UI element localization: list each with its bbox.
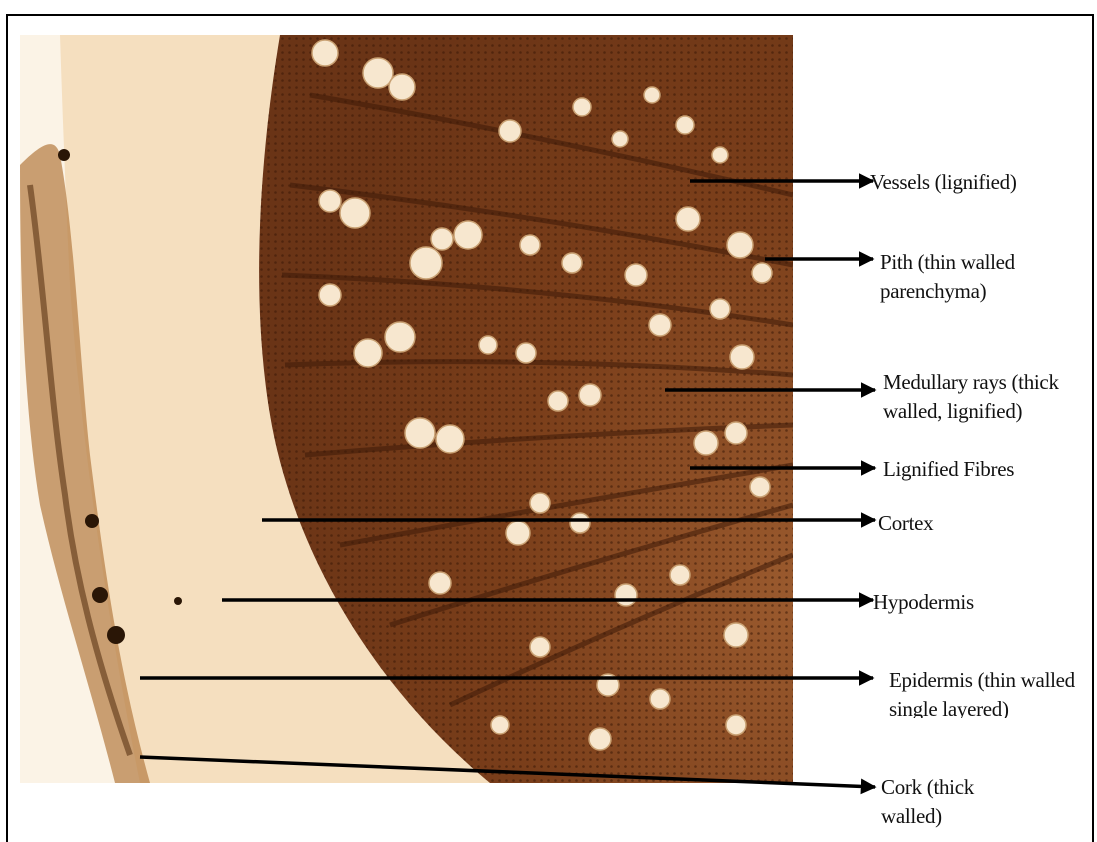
label-vessels-line: Vessels (lignified) bbox=[870, 168, 1017, 197]
label-pith-line-1: Pith (thin walled bbox=[880, 248, 1015, 277]
label-vessels: Vessels (lignified) bbox=[870, 168, 1017, 197]
label-epidermis: Epidermis (thin walled single layered) bbox=[889, 666, 1075, 718]
label-cork-line-1: Cork (thick bbox=[881, 773, 974, 802]
label-epidermis-line-1: Epidermis (thin walled bbox=[889, 666, 1075, 695]
label-epidermis-line-2: single layered) bbox=[889, 695, 1075, 718]
label-cortex: Cortex bbox=[878, 509, 933, 538]
label-hypodermis: Hypodermis bbox=[873, 588, 974, 617]
label-medullary-rays: Medullary rays (thick walled, lignified) bbox=[883, 368, 1059, 426]
label-medullary-line-2: walled, lignified) bbox=[883, 397, 1059, 426]
label-pith: Pith (thin walled parenchyma) bbox=[880, 248, 1015, 306]
label-pith-line-2: parenchyma) bbox=[880, 277, 1015, 306]
label-cortex-line: Cortex bbox=[878, 509, 933, 538]
label-hypodermis-line: Hypodermis bbox=[873, 588, 974, 617]
label-fibres-line: Lignified Fibres bbox=[883, 455, 1014, 484]
label-cork-line-2: walled) bbox=[881, 802, 974, 831]
label-medullary-line-1: Medullary rays (thick bbox=[883, 368, 1059, 397]
leader-cork bbox=[140, 757, 875, 787]
label-cork: Cork (thick walled) bbox=[881, 773, 974, 831]
label-lignified-fibres: Lignified Fibres bbox=[883, 455, 1014, 484]
